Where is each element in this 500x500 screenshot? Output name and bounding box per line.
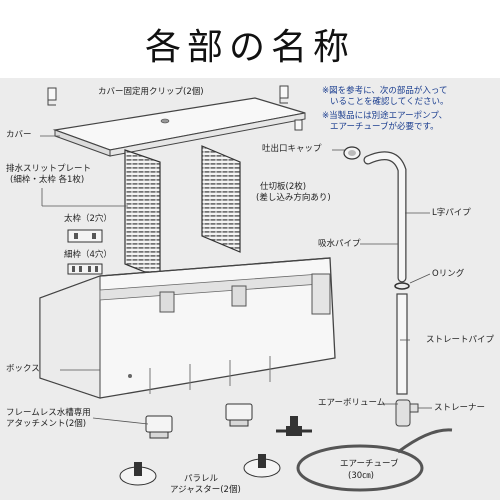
straight-pipe-part — [396, 293, 408, 395]
slit-plate-left — [124, 149, 161, 279]
air-volume-part — [276, 416, 312, 436]
label-cover-clip: カバー固定用クリップ(2個) — [98, 87, 204, 97]
note-line-3: ※当製品には別途エアーポンプ、 — [322, 111, 448, 121]
label-air-volume: エアーボリューム — [318, 398, 386, 408]
label-thick-frame: 太枠（2穴） — [64, 214, 112, 224]
label-adjuster-1: パラレル — [184, 474, 219, 484]
label-l-pipe: L字パイプ — [432, 208, 471, 218]
label-strainer: ストレーナー — [434, 403, 486, 413]
label-adjuster-2: アジャスター(2個) — [170, 485, 241, 495]
label-box: ボックス — [6, 364, 40, 374]
parts-drawing — [39, 85, 453, 492]
label-thin-frame: 細枠（4穴） — [64, 250, 112, 260]
leader-lines — [40, 135, 432, 425]
cover-clip-right — [279, 85, 289, 104]
attachment-left — [145, 415, 173, 439]
adjuster-left — [119, 462, 157, 486]
cover-part — [52, 97, 306, 157]
page-title: 各部の名称 — [144, 27, 355, 68]
slit-plate-right — [201, 145, 241, 253]
cover-clip-right-lower — [294, 119, 303, 131]
label-outlet-cap: 吐出口キャップ — [262, 144, 322, 154]
attachment-right — [225, 403, 253, 427]
label-o-ring: Oリング — [432, 269, 465, 279]
strainer-part — [395, 399, 419, 427]
parts-diagram: カバー固定用クリップ(2個) カバー 排水スリットプレート (細枠・太枠 各1枚… — [0, 78, 500, 500]
thin-frame-part — [67, 263, 103, 275]
label-slit-plate-1: 排水スリットプレート — [6, 164, 92, 174]
note-line-1: ※図を参考に、次の部品が入って — [322, 86, 448, 96]
label-air-tube-2: (30㎝) — [348, 471, 374, 481]
label-intake-pipe: 吸水パイプ — [318, 239, 361, 249]
adjuster-right — [243, 454, 281, 478]
cover-clip-left — [47, 87, 57, 106]
note-line-4: エアーチューブが必要です。 — [330, 122, 439, 132]
label-divider-1: 仕切板(2枚) — [260, 182, 307, 192]
air-tube-part — [296, 428, 453, 492]
thick-frame-part — [67, 229, 103, 243]
outlet-cap-part — [343, 146, 361, 160]
l-pipe-part — [363, 151, 407, 283]
label-air-tube-1: エアーチューブ — [340, 459, 399, 469]
box-part — [39, 257, 336, 399]
note-line-2: いることを確認してください。 — [330, 97, 449, 107]
label-slit-plate-2: (細枠・太枠 各1枚) — [10, 175, 85, 185]
label-cover: カバー — [6, 130, 32, 140]
o-ring-part — [394, 282, 410, 290]
label-attachment-2: アタッチメント(2個) — [6, 419, 87, 429]
label-attachment-1: フレームレス水槽専用 — [6, 408, 91, 418]
label-divider-2: (差し込み方向あり) — [256, 193, 331, 203]
label-straight-pipe: ストレートパイプ — [426, 335, 495, 345]
